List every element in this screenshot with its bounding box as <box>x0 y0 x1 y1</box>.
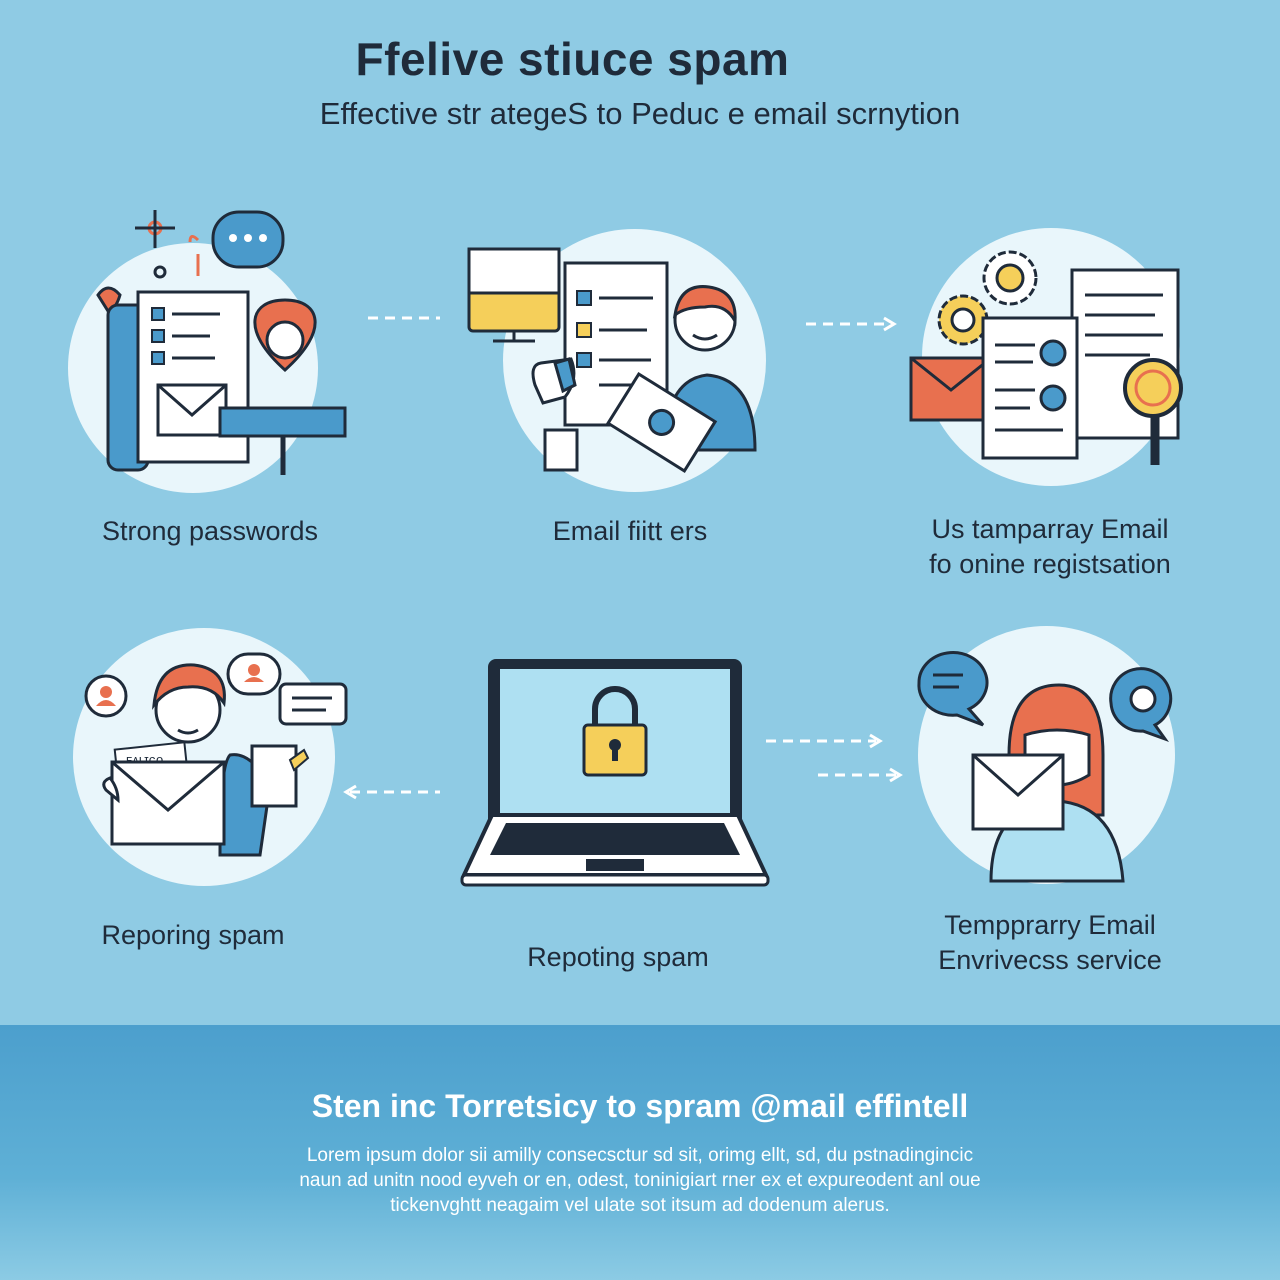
step-3-label-line-1: Us tamparray Email <box>931 514 1169 544</box>
laptop-padlock-icon <box>460 659 770 887</box>
step-2-label: Email fiitt ers <box>552 516 708 546</box>
document-location-pin-icon <box>96 210 347 475</box>
step-6-label-line-2: Envrivecss service <box>938 945 1162 975</box>
footer-body-line-2: naun ad unitn nood eyveh or en, odest, t… <box>299 1170 981 1191</box>
page-subtitle: Effective str ategeS to Peduc e email sc… <box>319 96 961 131</box>
step-4-label: Reporing spam <box>101 920 285 950</box>
footer-body-line-3: tickenvghtt neagaim vel ulate sot itsum … <box>390 1195 890 1216</box>
step-5-label: Repoting spam <box>527 942 709 972</box>
page-title: Ffelive stiuce spam <box>355 33 790 85</box>
footer-band <box>0 1025 1280 1280</box>
footer-body: Lorem ipsum dolor sii amilly consecsctur… <box>220 1143 1060 1218</box>
step-1-label: Strong passwords <box>101 516 319 546</box>
step-6-label-line-1: Tempprarry Email <box>944 910 1156 940</box>
person-envelope-icon: ᴇᴀʟɪɢᴏ <box>84 652 348 857</box>
person-checklist-icon <box>467 247 757 473</box>
woman-envelope-icon <box>917 651 1173 883</box>
footer-heading: Sten inc Torretsicy to spram @mail effin… <box>311 1088 969 1124</box>
step-3-label: Us tamparray Email fo onine registsation <box>890 512 1210 582</box>
gears-documents-magnifier-icon <box>909 250 1183 465</box>
footer-body-line-1: Lorem ipsum dolor sii amilly consecsctur… <box>306 1145 974 1166</box>
step-6-label: Tempprarry Email Envrivecss service <box>900 908 1200 978</box>
step-3-label-line-2: fo onine registsation <box>929 549 1171 579</box>
